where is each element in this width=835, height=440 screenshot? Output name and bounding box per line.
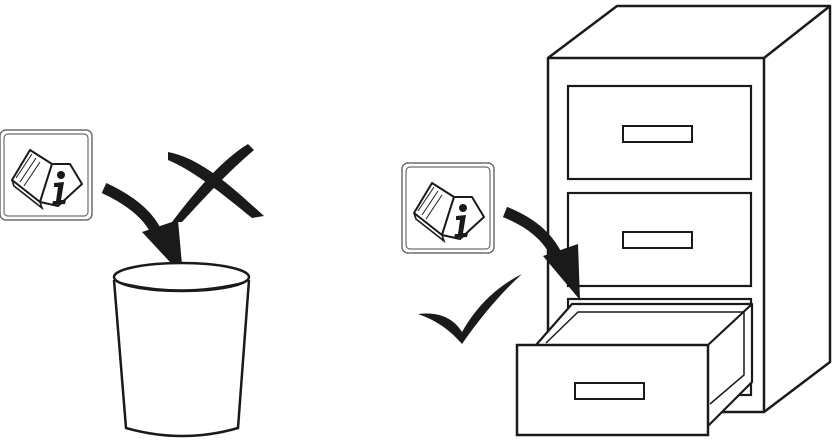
right-curved-arrow-icon [502, 206, 580, 300]
filing-cabinet-icon [515, 4, 832, 437]
left-manual-icon [0, 129, 93, 221]
waste-bin-icon [112, 261, 251, 438]
check-mark-icon [418, 274, 522, 344]
cross-mark-icon [168, 144, 264, 222]
right-manual-icon [401, 162, 495, 254]
